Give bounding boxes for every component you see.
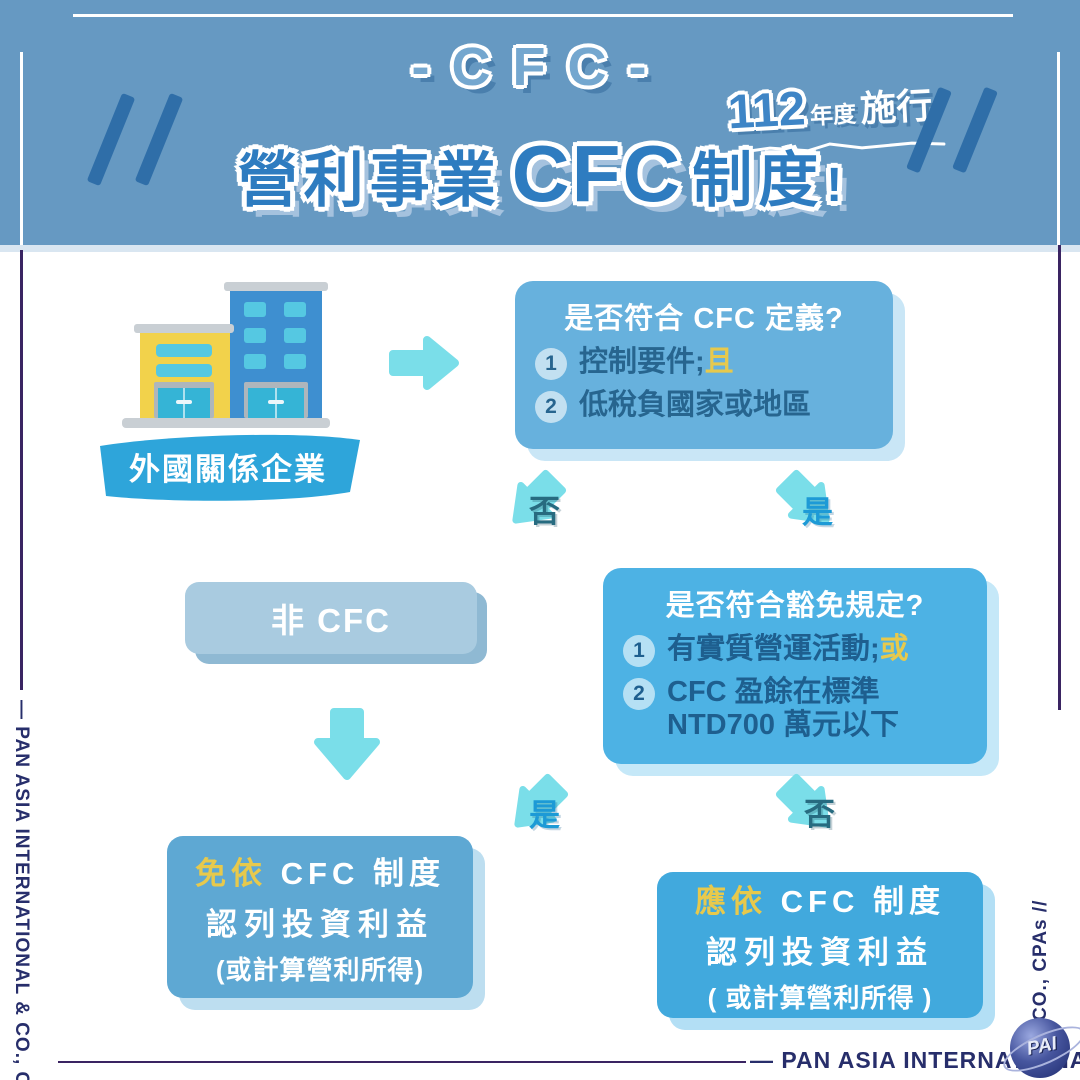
header-right-rule — [1057, 52, 1060, 245]
exemption-item-2: 2 CFC 盈餘在標準 NTD700 萬元以下 — [623, 676, 987, 743]
footer-brand: — PAN ASIA INTERNATIONAL — [750, 1047, 1080, 1073]
apply-result-line1: 應依 CFC 制度 — [695, 883, 945, 919]
header-cfc-label: -CFC- — [411, 37, 669, 97]
pai-globe-logo: PAI — [997, 1016, 1080, 1080]
item-number-badge: 2 — [535, 391, 567, 423]
cfc-definition-title: 是否符合 CFC 定義? — [564, 303, 844, 335]
item-number-badge: 1 — [623, 635, 655, 667]
page-title-bang: ! — [826, 159, 843, 212]
branch-arrow-no-icon — [486, 452, 585, 551]
branch-arrow-yes-icon — [758, 452, 857, 551]
item-number-badge: 1 — [535, 348, 567, 380]
header-left-rule — [20, 52, 23, 245]
footer-rule — [58, 1061, 746, 1063]
branch-label-yes: 是 — [529, 798, 560, 833]
header-top-rule — [73, 14, 1013, 17]
branch-label-yes: 是 — [802, 495, 833, 530]
foreign-company-banner: 外國關係企業 — [100, 434, 360, 501]
exemption-rule-title: 是否符合豁免規定? — [665, 590, 925, 622]
cfc-definition-item-2: 2 低稅負國家或地區 — [535, 389, 893, 423]
left-rail-rule — [20, 250, 23, 690]
item-text: 控制要件;且 — [579, 346, 734, 378]
apply-result-box: 應依 CFC 制度 認列投資利益 ( 或計算營利所得 ) — [657, 872, 983, 1018]
apply-result-line2: 認列投資利益 — [706, 934, 934, 970]
item-text: 低稅負國家或地區 — [579, 389, 812, 421]
page-title-cfc: CFC — [511, 129, 683, 218]
cfc-definition-item-1: 1 控制要件;且 — [535, 346, 893, 380]
item-text: 有實質營運活動;或 — [667, 633, 909, 665]
branch-arrow-no-icon — [758, 756, 857, 855]
flow-arrow-right-icon — [389, 336, 459, 390]
foreign-company-buildings-icon — [122, 282, 330, 428]
foreign-company-label: 外國關係企業 — [129, 452, 327, 487]
branch-arrow-yes-icon — [488, 756, 587, 855]
globe-icon — [1010, 1018, 1070, 1078]
left-rail-brand: — PAN ASIA INTERNATIONAL & CO., CPAs // — [11, 700, 32, 1080]
exempt-result-line3: (或計算營利所得) — [215, 954, 425, 985]
highlight-apply: 應依 — [695, 883, 768, 919]
exempt-result-line2: 認列投資利益 — [206, 906, 434, 942]
year-badge-mid: 年度 — [809, 100, 857, 130]
year-badge-end: 施行 — [859, 84, 934, 130]
branch-label-no: 否 — [529, 494, 560, 529]
highlight-or: 或 — [879, 633, 909, 665]
highlight-and: 且 — [704, 346, 734, 378]
exempt-result-box: 免依 CFC 制度 認列投資利益 (或計算營利所得) — [167, 836, 473, 998]
branch-label-no: 否 — [804, 797, 835, 832]
cfc-definition-box: 是否符合 CFC 定義? 1 控制要件;且 2 低稅負國家或地區 — [515, 281, 893, 449]
non-cfc-box: 非 CFC — [185, 582, 477, 654]
item-text: CFC 盈餘在標準 NTD700 萬元以下 — [667, 676, 900, 742]
right-rail-rule — [1058, 245, 1061, 710]
page-title-post: 制度 — [692, 147, 825, 214]
apply-result-line3: ( 或計算營利所得 ) — [707, 982, 933, 1013]
flow-arrow-down-icon — [314, 708, 380, 780]
item-number-badge: 2 — [623, 678, 655, 710]
highlight-exempt: 免依 — [195, 855, 268, 891]
badge-underline — [712, 141, 946, 158]
page-title-pre: 營利事業 — [237, 147, 502, 214]
exempt-result-line1: 免依 CFC 制度 — [195, 855, 445, 891]
exemption-rule-box: 是否符合豁免規定? 1 有實質營運活動;或 2 CFC 盈餘在標準 NTD700… — [603, 568, 987, 764]
exemption-item-1: 1 有實質營運活動;或 — [623, 633, 987, 667]
